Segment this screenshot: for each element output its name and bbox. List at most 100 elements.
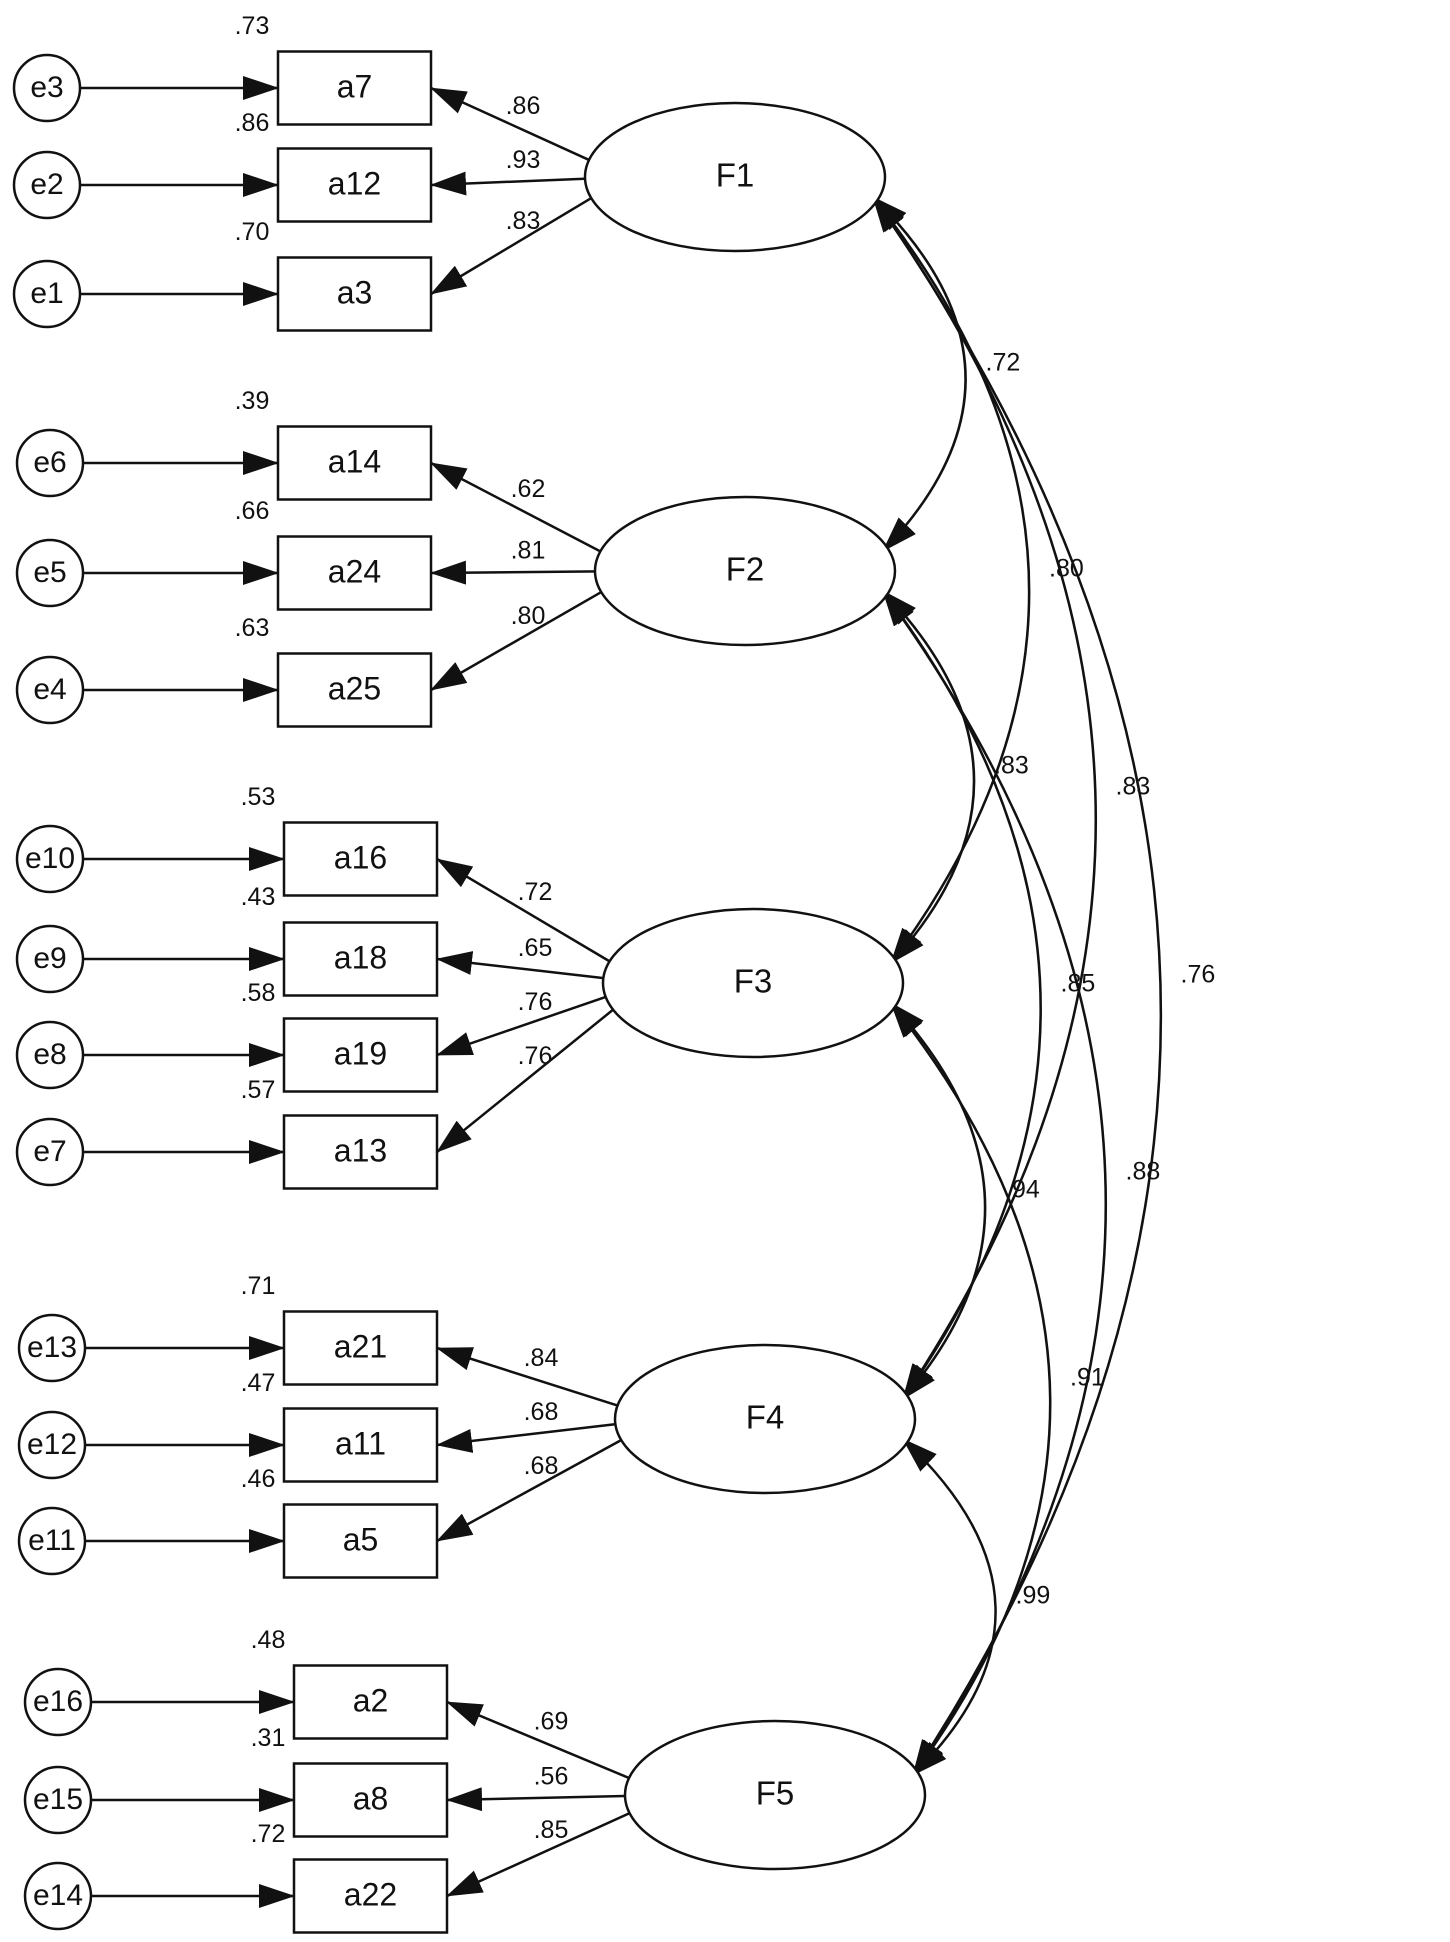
indicator-label: a7 <box>337 68 373 104</box>
error-label: e9 <box>33 942 66 975</box>
loading-label: .80 <box>511 602 546 630</box>
error-label: e3 <box>30 71 63 104</box>
indicator-box-a21 <box>282 1310 439 1386</box>
indicator-box-a13 <box>282 1114 439 1190</box>
indicator-label: a3 <box>337 274 373 310</box>
loading-label: .68 <box>524 1398 559 1426</box>
loading-path-a13 <box>436 1002 622 1153</box>
indicator-box-a25 <box>276 652 433 728</box>
loading-label: .76 <box>518 1042 553 1070</box>
error-node-e6 <box>15 428 85 498</box>
r-squared-label: .63 <box>235 614 270 642</box>
error-label: e8 <box>33 1038 66 1071</box>
error-label: e11 <box>28 1524 76 1557</box>
error-node-e16 <box>23 1667 93 1737</box>
r-squared-label: .57 <box>241 1076 276 1104</box>
loading-path-a25 <box>430 584 614 692</box>
loading-label: .62 <box>511 475 546 503</box>
indicator-label: a8 <box>353 1780 389 1816</box>
indicator-label: a14 <box>328 443 381 479</box>
factor-label: F3 <box>734 963 773 1000</box>
r-squared-label: .66 <box>235 497 270 525</box>
r-squared-label: .47 <box>241 1369 276 1397</box>
loading-path-a8 <box>446 1787 644 1812</box>
factor-label: F1 <box>716 157 755 194</box>
covariance-label: .91 <box>1070 1364 1105 1392</box>
r-squared-label: .48 <box>251 1626 286 1654</box>
indicator-label: a19 <box>334 1035 387 1071</box>
factor-node-F1 <box>583 101 887 253</box>
factor-label: F2 <box>726 551 765 588</box>
r-squared-label: .70 <box>235 218 270 246</box>
loading-label: .56 <box>534 1762 569 1790</box>
covariance-label: .99 <box>1016 1582 1051 1610</box>
error-label: e7 <box>33 1135 66 1168</box>
error-node-e5 <box>15 538 85 608</box>
loading-label: .85 <box>534 1816 569 1844</box>
covariance-F3-F5 <box>890 1002 1052 1776</box>
error-node-e4 <box>15 655 85 725</box>
error-label: e4 <box>33 673 66 706</box>
covariance-F1-F3 <box>872 196 1031 964</box>
covariance-label: .83 <box>1116 773 1151 801</box>
nodes-layer <box>12 50 927 1934</box>
error-label: e10 <box>25 842 75 875</box>
error-label: e12 <box>27 1428 77 1461</box>
covariance-label: .80 <box>1049 555 1084 583</box>
r-squared-label: .46 <box>241 1465 276 1493</box>
loading-label: .68 <box>524 1452 559 1480</box>
indicator-box-a16 <box>282 821 439 897</box>
loading-path-a7 <box>430 86 604 168</box>
r-squared-label: .86 <box>235 109 270 137</box>
indicator-label: a5 <box>343 1521 379 1557</box>
covariance-label: .85 <box>1061 970 1096 998</box>
error-label: e16 <box>33 1685 83 1718</box>
error-node-e9 <box>15 924 85 994</box>
loading-label: .93 <box>506 146 541 174</box>
loading-path-a18 <box>436 951 622 982</box>
loading-path-a19 <box>436 990 622 1057</box>
covariance-label: .88 <box>1126 1158 1161 1186</box>
indicator-box-a11 <box>282 1407 439 1483</box>
r-squared-label: .53 <box>241 783 276 811</box>
error-label: e5 <box>33 556 66 589</box>
loading-path-a16 <box>436 857 622 970</box>
indicator-box-a7 <box>276 50 433 126</box>
error-label: e13 <box>27 1331 77 1364</box>
indicator-box-a19 <box>282 1017 439 1093</box>
covariance-label: .72 <box>986 349 1021 377</box>
error-label: e15 <box>33 1783 83 1816</box>
indicator-label: a16 <box>334 839 387 875</box>
factor-node-F2 <box>593 495 897 647</box>
factor-node-F4 <box>613 1343 917 1495</box>
error-label: e14 <box>33 1879 83 1912</box>
error-node-e2 <box>12 150 82 220</box>
r-squared-label: .71 <box>241 1272 276 1300</box>
indicator-box-a12 <box>276 147 433 223</box>
r-squared-label: .39 <box>235 387 270 415</box>
indicator-box-a24 <box>276 535 433 611</box>
edges-layer <box>80 76 1163 1908</box>
factor-node-F3 <box>601 907 905 1059</box>
loading-path-a21 <box>436 1346 634 1412</box>
loading-path-a24 <box>430 560 614 585</box>
loading-label: .83 <box>506 207 541 235</box>
error-node-e1 <box>12 259 82 329</box>
indicator-label: a13 <box>334 1132 387 1168</box>
indicator-label: a21 <box>334 1328 387 1364</box>
indicator-label: a18 <box>334 939 387 975</box>
loading-path-a14 <box>430 461 614 560</box>
covariance-label: .76 <box>1181 961 1216 989</box>
indicator-box-a5 <box>282 1503 439 1579</box>
error-label: e1 <box>30 277 63 310</box>
covariance-F3-F4 <box>890 1002 987 1400</box>
indicator-box-a22 <box>292 1858 449 1934</box>
factor-label: F4 <box>746 1399 785 1436</box>
error-label: e2 <box>30 168 63 201</box>
error-node-e12 <box>17 1410 87 1480</box>
loading-path-a12 <box>430 171 604 196</box>
loading-path-a5 <box>436 1432 634 1543</box>
loading-path-a3 <box>430 189 604 296</box>
indicator-label: a24 <box>328 553 381 589</box>
